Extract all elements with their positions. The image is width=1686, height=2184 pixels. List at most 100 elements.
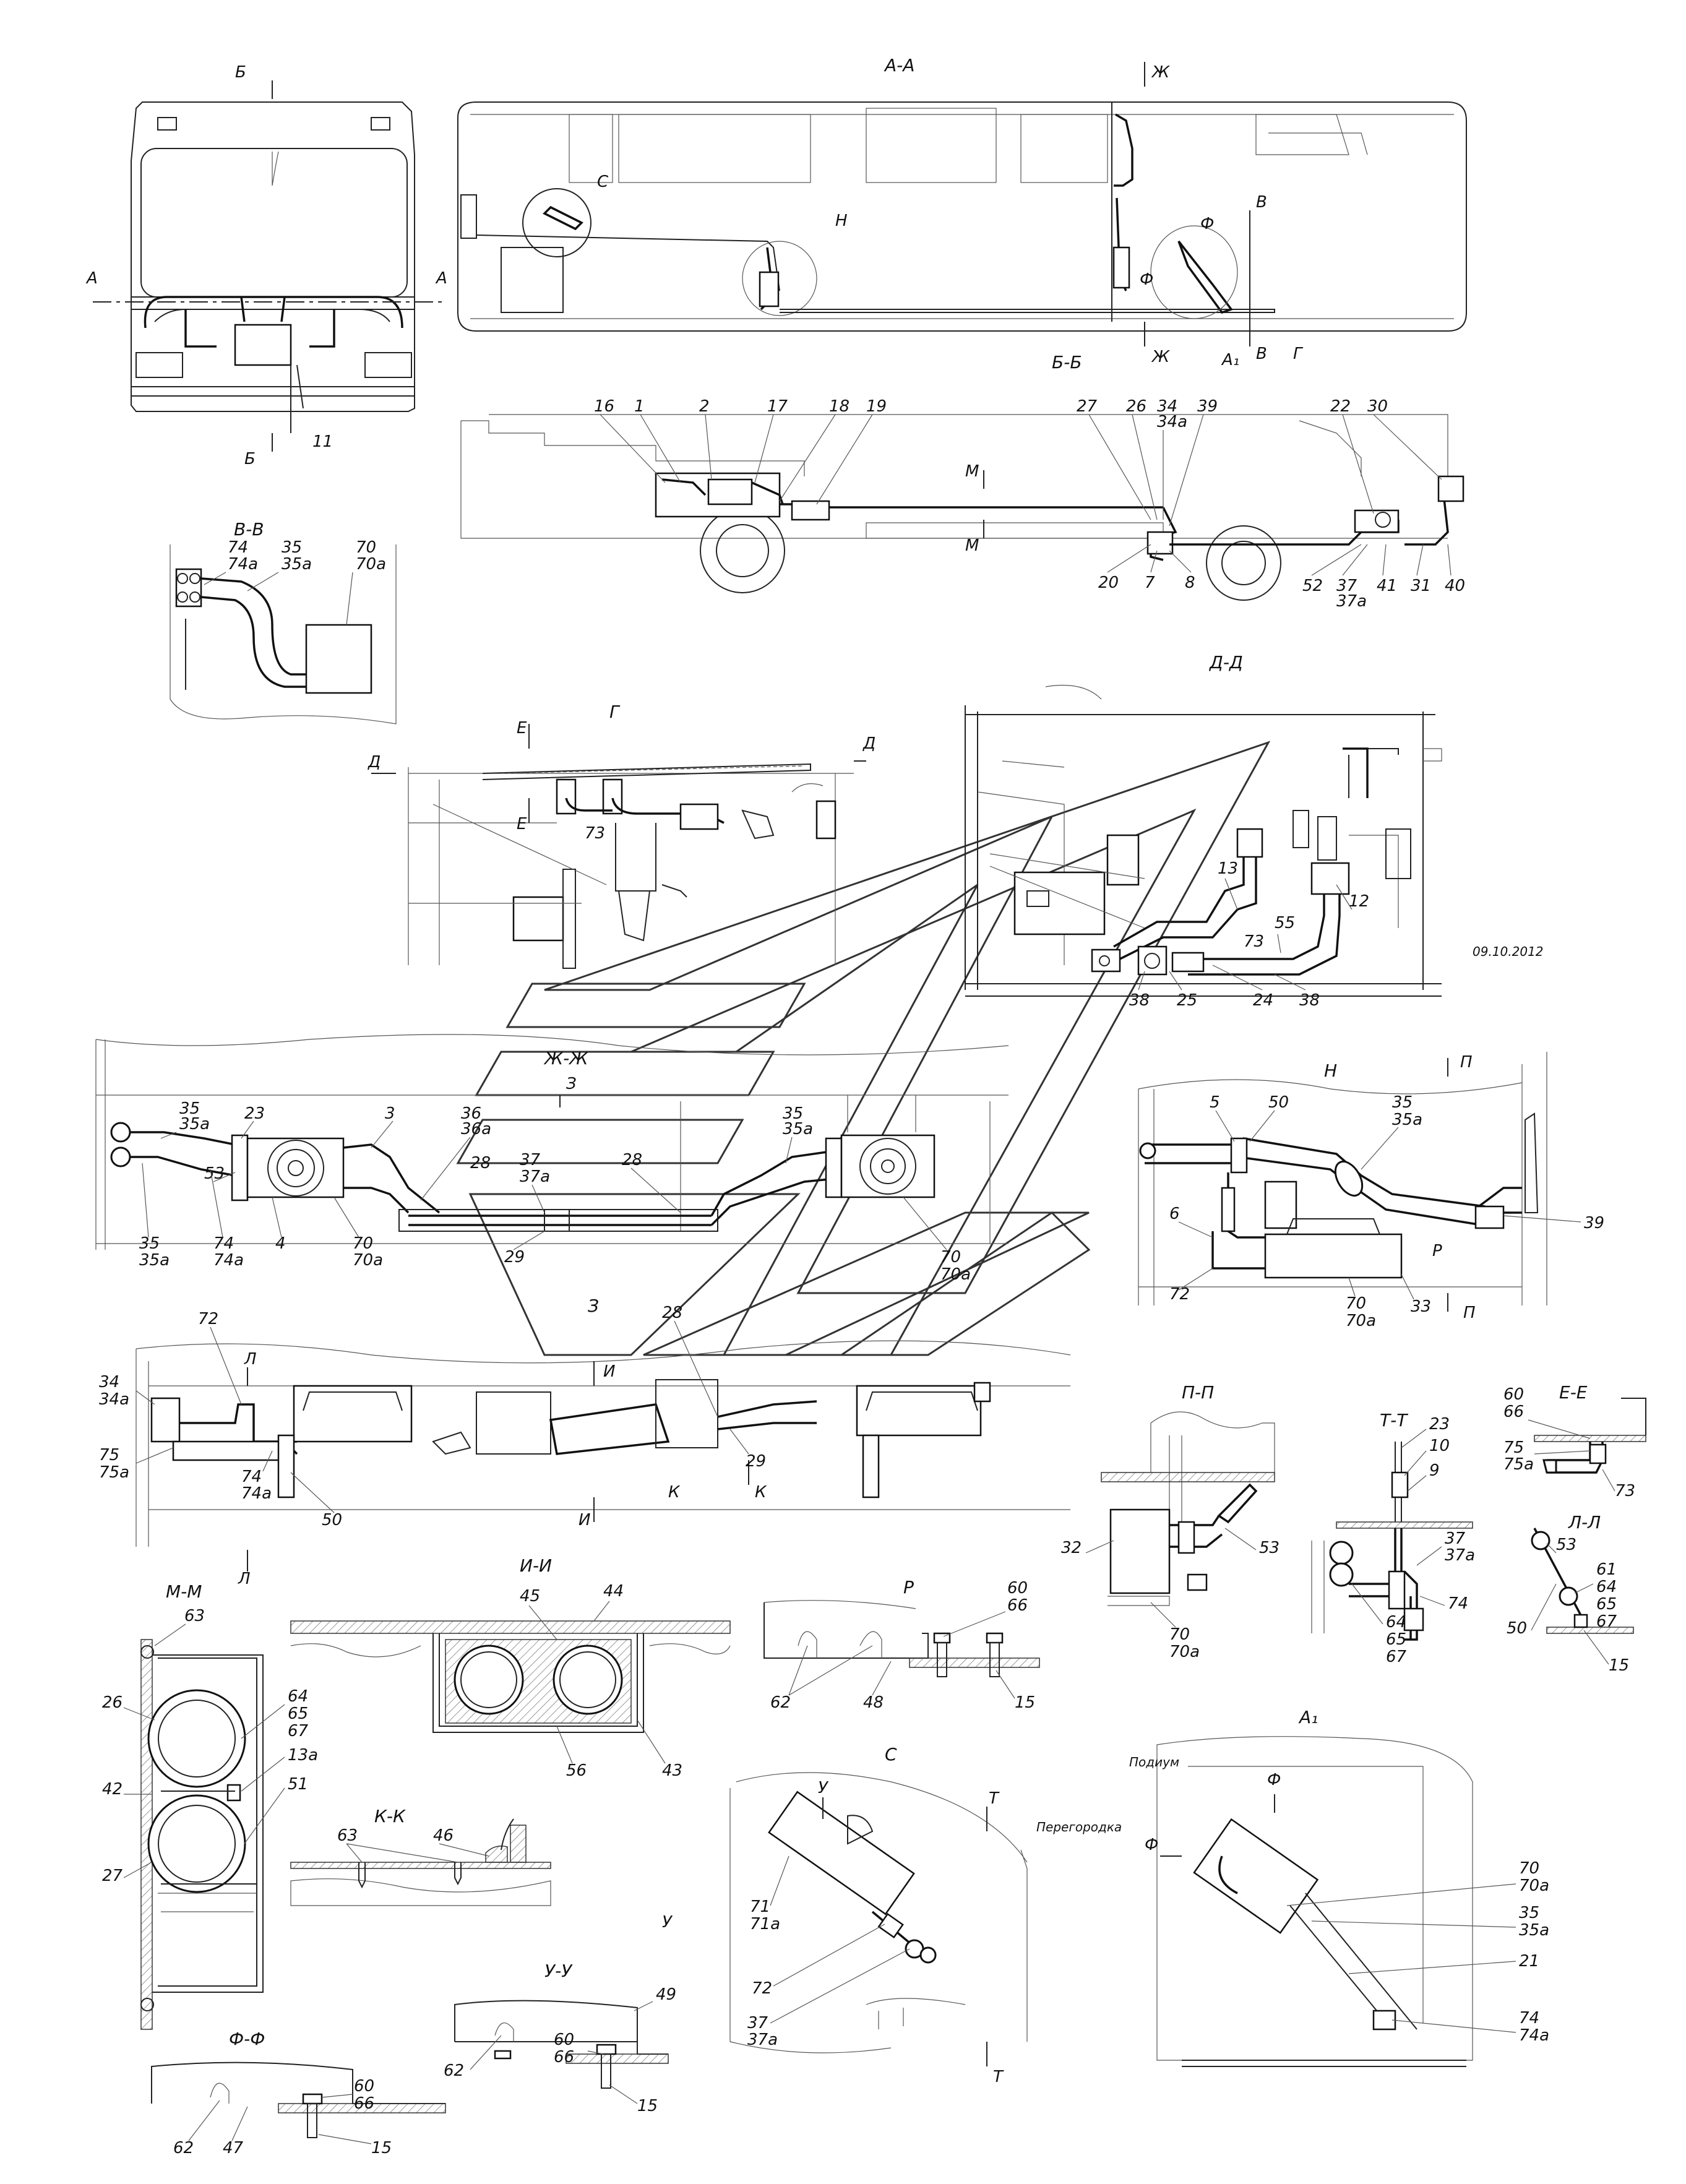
section-u-u-drawing: [454, 2000, 669, 2089]
section-title-z: З: [588, 1296, 599, 1316]
part-label-55: 55: [1275, 914, 1295, 932]
part-label-70a-zh-right: 70а: [940, 1265, 971, 1284]
section-title-s: С: [885, 1744, 897, 1765]
part-label-75-ee: 75: [1503, 1438, 1524, 1457]
marker-f-a1-left: Ф: [1145, 1836, 1158, 1854]
marker-f-a1-top: Ф: [1267, 1771, 1281, 1789]
part-label-66-r: 66: [1007, 1596, 1028, 1615]
part-label-35-a1: 35: [1519, 1904, 1539, 1922]
p-p-callouts: 32 53 70 70а: [1061, 1528, 1280, 1661]
part-label-35-zh-bottom: 35: [139, 1234, 160, 1253]
part-label-3: 3: [385, 1104, 395, 1123]
part-label-20: 20: [1098, 574, 1119, 592]
part-label-34a-z: 34а: [99, 1390, 129, 1409]
part-label-74-tt: 74: [1448, 1594, 1468, 1613]
part-label-42: 42: [102, 1780, 123, 1799]
part-label-71: 71: [750, 1898, 770, 1916]
section-f-f-drawing: [151, 2061, 446, 2138]
marker-s: С: [597, 173, 609, 191]
part-label-73-g: 73: [585, 824, 605, 843]
part-label-65-ll: 65: [1596, 1595, 1617, 1614]
part-label-37-zh: 37: [520, 1151, 541, 1169]
part-label-50-ll: 50: [1507, 1619, 1527, 1638]
section-p-p-drawing: [1101, 1411, 1275, 1606]
section-title-r: Р: [903, 1577, 914, 1597]
part-label-39-n: 39: [1584, 1214, 1604, 1232]
e-e-callouts: 60 66 75 75а 73: [1503, 1385, 1635, 1500]
part-label-26-mm: 26: [102, 1693, 123, 1712]
section-t-t-drawing: [1311, 1442, 1473, 1641]
marker-m-bottom: М: [965, 536, 979, 555]
section-zh-zh-drawing: [95, 1034, 1009, 1250]
marker-r: Р: [1432, 1242, 1442, 1260]
part-label-13a: 13а: [288, 1746, 318, 1765]
part-label-74a: 74а: [228, 555, 258, 574]
part-label-61: 61: [1596, 1560, 1617, 1579]
part-label-23-tt: 23: [1429, 1415, 1450, 1434]
part-label-64-ll: 64: [1596, 1578, 1617, 1596]
marker-zh-bottom: Ж: [1151, 348, 1170, 366]
marker-u-top: У: [818, 1779, 829, 1797]
part-label-62-r: 62: [770, 1693, 791, 1712]
part-label-60-ff: 60: [354, 2077, 374, 2096]
marker-e-top: Е: [517, 719, 527, 737]
part-label-47: 47: [223, 2139, 244, 2157]
section-title-v-v: В-В: [234, 519, 264, 540]
part-label-70a-pp: 70а: [1169, 1643, 1200, 1661]
podium-label: Подиум: [1129, 1755, 1179, 1769]
part-label-16: 16: [594, 397, 614, 416]
part-label-37a-tt: 37а: [1445, 1546, 1475, 1565]
marker-i-bottom: И: [578, 1511, 590, 1529]
part-label-43: 43: [662, 1761, 682, 1780]
part-label-74a-z: 74а: [241, 1484, 272, 1503]
part-label-74-z: 74: [241, 1468, 262, 1486]
part-label-67-tt: 67: [1386, 1648, 1407, 1666]
r-callouts: 60 66 62 48 15: [770, 1579, 1035, 1712]
part-label-73-ee: 73: [1615, 1482, 1635, 1500]
part-label-73-d: 73: [1244, 932, 1264, 951]
section-d-d-drawing: [965, 684, 1442, 997]
part-label-11: 11: [312, 432, 333, 451]
part-label-70: 70: [356, 538, 376, 557]
section-k-k-drawing: [290, 1818, 551, 1906]
part-label-60-uu: 60: [554, 2031, 574, 2049]
part-label-17: 17: [767, 397, 788, 416]
part-label-53-pp: 53: [1259, 1539, 1280, 1557]
k-k-callouts: 63 46: [337, 1826, 489, 1863]
part-label-1: 1: [634, 397, 645, 416]
part-label-33: 33: [1411, 1297, 1431, 1316]
f-f-callouts: 60 66 62 47 15: [173, 2077, 392, 2157]
marker-f-top: Ф: [1200, 215, 1214, 233]
part-label-35a-zh-bottom: 35а: [139, 1251, 170, 1270]
part-label-35-n: 35: [1392, 1093, 1413, 1112]
zh-zh-callouts: 35 35а 23 3 36 36а 28 37 37а 28 35 35а 5…: [139, 1099, 971, 1284]
section-title-p-p: П-П: [1182, 1382, 1214, 1403]
marker-z: З: [566, 1075, 577, 1093]
part-label-70-zh-left: 70: [353, 1234, 373, 1253]
part-label-72-n: 72: [1169, 1285, 1190, 1304]
part-label-71a: 71а: [750, 1915, 780, 1933]
part-label-29-zh: 29: [504, 1248, 525, 1266]
part-label-35a-n: 35а: [1392, 1111, 1422, 1129]
l-l-callouts: 53 61 64 65 67 50 15: [1507, 1536, 1629, 1675]
part-label-53-zh: 53: [204, 1164, 225, 1183]
marker-a-left: А: [85, 269, 98, 288]
section-title-b-b: Б-Б: [1052, 352, 1082, 372]
part-label-6: 6: [1169, 1205, 1180, 1223]
part-label-74a-a1: 74а: [1519, 2026, 1549, 2045]
part-label-74a-zh: 74а: [213, 1251, 244, 1270]
section-m-m-drawing: [140, 1639, 264, 2030]
part-label-37-tt: 37: [1445, 1529, 1466, 1548]
section-title-zh-zh: Ж-Ж: [543, 1048, 589, 1068]
part-label-49: 49: [656, 1985, 676, 2004]
part-label-8: 8: [1185, 574, 1195, 592]
part-label-22: 22: [1330, 397, 1351, 416]
part-label-66-ff: 66: [354, 2094, 374, 2113]
marker-a1: А₁: [1221, 351, 1239, 369]
part-label-38-right: 38: [1299, 991, 1320, 1010]
marker-i-top: И: [603, 1362, 615, 1381]
part-label-34a: 34а: [1157, 413, 1187, 431]
part-label-13: 13: [1218, 859, 1238, 878]
marker-zh-top: Ж: [1151, 63, 1170, 82]
marker-m-top: М: [965, 462, 979, 481]
